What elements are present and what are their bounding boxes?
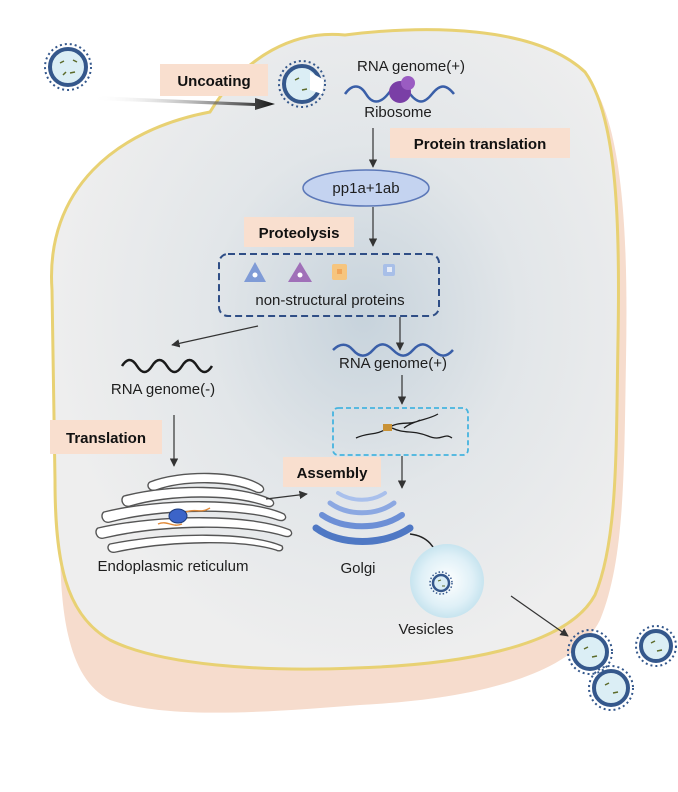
arrow-er-to-golgi	[265, 490, 308, 500]
translation-tag	[50, 420, 162, 454]
ribosome-icon	[389, 76, 415, 103]
replication-box	[332, 407, 469, 456]
rna-genome-plus-top-label: RNA genome(+)	[357, 58, 465, 75]
non-structural-proteins-label: non-structural proteins	[255, 292, 404, 309]
uncoating-tag	[160, 64, 268, 96]
uncoating-arrow	[92, 96, 275, 110]
virus-particle-icon	[635, 625, 677, 667]
vesicle-virus-icon	[429, 571, 453, 595]
rna-genome-minus-label: RNA genome(-)	[111, 381, 215, 398]
uncoating-virus-icon	[278, 60, 326, 108]
rna-strand-plus-mid	[332, 343, 454, 357]
replication-complex-icon	[383, 424, 392, 431]
protein-translation-tag	[390, 128, 570, 158]
rna-strand-minus	[120, 358, 214, 374]
virus-particle-icon	[567, 629, 613, 675]
square-protein-icon	[383, 264, 395, 276]
er-ribosome-icon	[168, 508, 188, 524]
er-label: Endoplasmic reticulum	[98, 558, 249, 575]
endoplasmic-reticulum-icon	[95, 472, 293, 554]
golgi-icon	[312, 491, 414, 545]
exit-arrow	[510, 595, 569, 637]
ribosome-label: Ribosome	[364, 104, 432, 121]
triangle-protein-icon	[244, 262, 266, 282]
virus-particle-icon	[44, 43, 92, 91]
nsp-box	[218, 253, 440, 317]
assembly-label: Assembly	[297, 465, 369, 482]
golgi-label: Golgi	[340, 560, 375, 577]
proteolysis-label: Proteolysis	[259, 225, 340, 242]
polyprotein-ellipse	[302, 169, 430, 207]
rna-genome-plus-mid-label: RNA genome(+)	[339, 355, 447, 372]
virus-particle-icon	[588, 665, 634, 711]
er-rna-strand	[157, 507, 211, 526]
protein-translation-label: Protein translation	[414, 136, 547, 153]
translation-label: Translation	[66, 430, 146, 447]
uncoating-label: Uncoating	[177, 73, 250, 90]
arrow-to-rna-minus	[171, 325, 259, 348]
triangle-protein-icon	[288, 262, 312, 282]
proteolysis-tag	[244, 217, 354, 247]
square-protein-icon	[332, 264, 347, 280]
polyprotein-label: pp1a+1ab	[332, 180, 399, 197]
vesicles-label: Vesicles	[398, 621, 453, 638]
assembly-tag	[283, 457, 381, 487]
